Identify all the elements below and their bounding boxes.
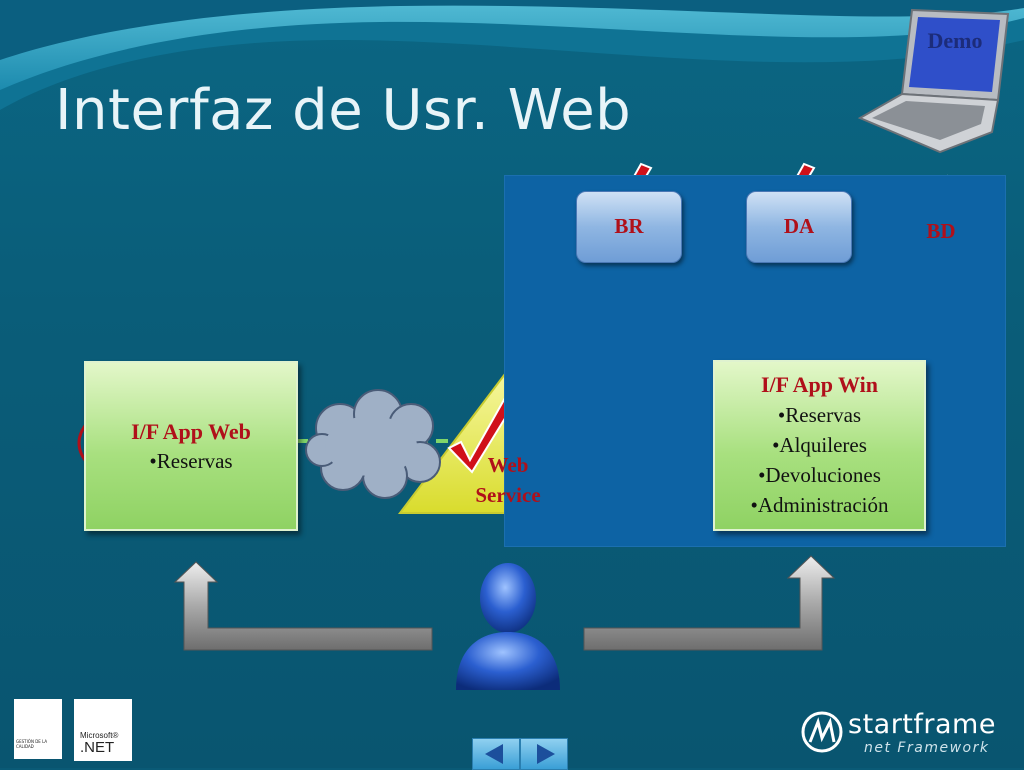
win-app-title: I/F App Win [761,372,878,397]
web-service-line: Service [475,483,541,507]
iram-logo-text: GESTIÓN DE LA CALIDAD [16,739,48,749]
win-app-item: •Alquileres [772,433,867,457]
demo-label: Demo [927,28,983,53]
web-app-box: I/F App Web •Reservas [84,361,298,531]
startframe-logo-icon [801,711,843,753]
iram-logo: GESTIÓN DE LA CALIDAD [14,699,62,759]
node-bd-label: BD [926,219,956,243]
win-app-item: •Administración [750,493,889,517]
win-app-item: •Reservas [777,403,862,427]
header-waves [0,0,1024,110]
prev-button[interactable] [472,738,520,770]
node-br: BR [576,191,682,263]
cloud-icon [305,389,441,499]
startframe-name: startframe [848,709,996,740]
user-icon [456,563,560,690]
arrow-up-icon [583,555,836,651]
node-da: DA [746,191,852,263]
microsoft-label: Microsoft® [80,731,119,740]
prev-icon [485,744,503,764]
dotnet-logo: Microsoft® .NET [74,699,132,761]
next-icon [537,744,555,764]
web-service-label: Web Service [462,450,554,510]
dotnet-label: .NET [80,739,115,756]
page-title: Interfaz de Usr. Web [55,78,632,143]
node-br-label: BR [614,214,644,238]
node-da-label: DA [783,214,815,238]
next-button[interactable] [520,738,568,770]
win-app-item: •Devoluciones [758,463,881,487]
win-app-box: I/F App Win •Reservas •Alquileres •Devol… [713,360,926,531]
web-service-line: Web [487,453,529,477]
startframe-subtitle: net Framework [864,740,990,756]
laptop-icon [857,8,1010,154]
web-app-item: •Reservas [149,449,233,473]
web-app-title: I/F App Web [131,419,251,444]
arrow-up-icon [173,561,433,651]
